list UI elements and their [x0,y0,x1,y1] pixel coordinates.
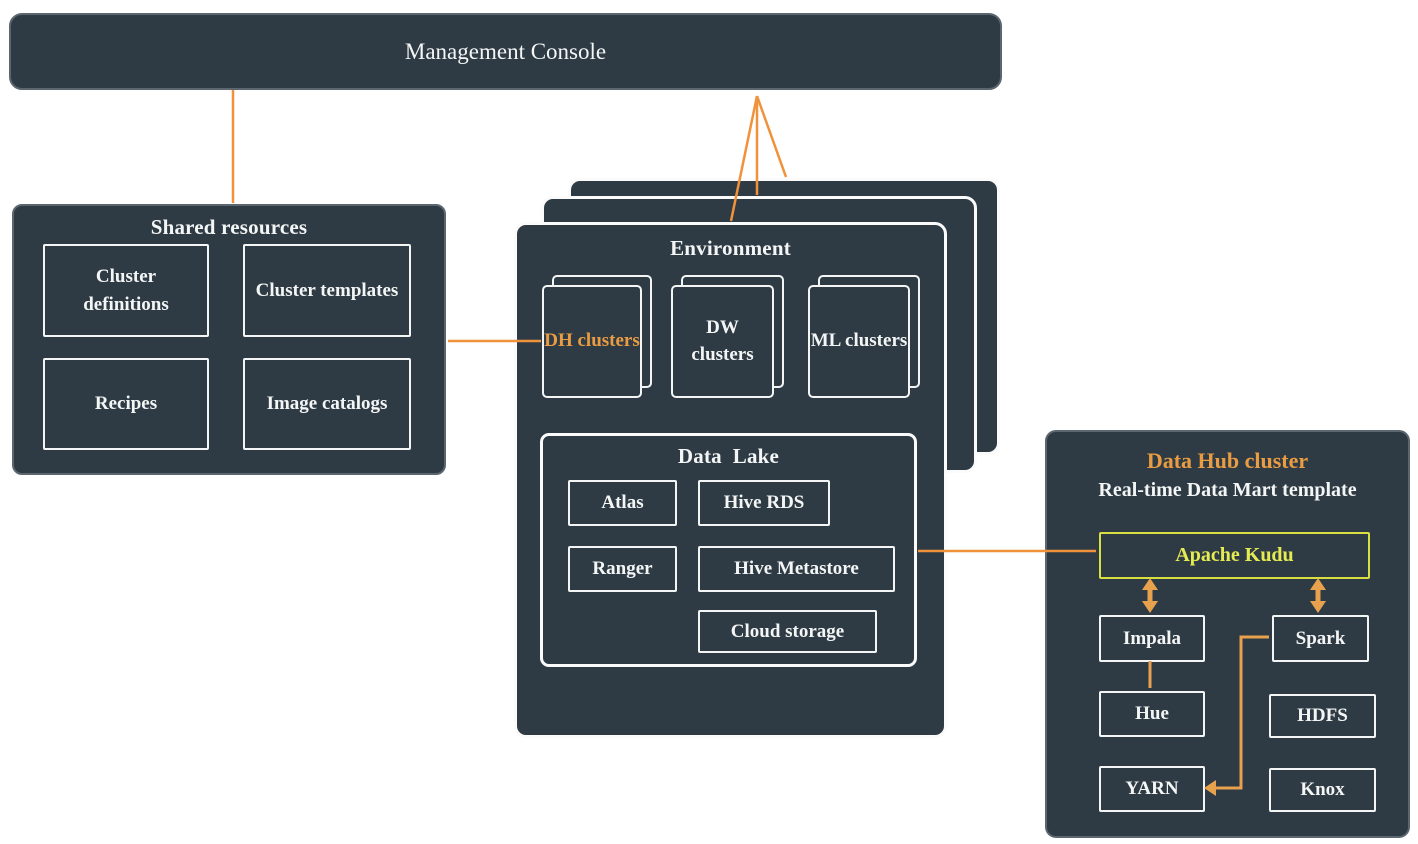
hive-metastore-node: Hive Metastore [698,546,895,592]
hdfs-label: HDFS [1297,705,1348,727]
hue-node: Hue [1099,691,1205,737]
knox-label: Knox [1300,779,1345,801]
spark-label: Spark [1295,627,1346,649]
hue-label: Hue [1135,703,1169,725]
yarn-node: YARN [1099,766,1205,812]
cloud-storage-node: Cloud storage [698,610,877,653]
environment-title: Environment [670,236,791,260]
apache-kudu-label: Apache Kudu [1175,544,1294,566]
image-catalogs-label: Image catalogs [266,393,388,415]
ranger-label: Ranger [592,558,653,580]
ml-clusters-label: ML clusters [810,330,908,352]
data-hub-cluster-title: Data Hub cluster [1146,448,1309,473]
spark-node: Spark [1272,615,1369,662]
management-console-title: Management Console [404,39,607,64]
image-catalogs-node: Image catalogs [243,358,411,450]
dw-clusters-label: DW clusters [691,316,754,365]
shared-resources-group: Shared resources Cluster definitions Clu… [12,204,446,475]
ml-clusters-node: ML clusters [808,285,910,398]
dh-clusters-node: DH clusters [542,285,642,398]
data-hub-cluster-subtitle: Real-time Data Mart template [1098,479,1357,501]
hdfs-node: HDFS [1269,694,1376,738]
atlas-label: Atlas [601,492,644,514]
knox-node: Knox [1269,768,1376,812]
cluster-definitions-label: Cluster definitions [83,265,169,315]
connector-mc-environment-back [755,95,788,178]
yarn-label: YARN [1125,778,1179,800]
management-console-node: Management Console [9,13,1002,90]
impala-label: Impala [1122,627,1182,649]
apache-kudu-node: Apache Kudu [1099,532,1370,579]
data-hub-cluster-group: Data Hub cluster Real-time Data Mart tem… [1045,430,1410,838]
impala-node: Impala [1099,615,1205,662]
hive-rds-label: Hive RDS [723,492,805,514]
cluster-templates-label: Cluster templates [255,279,399,301]
shared-resources-title: Shared resources [150,215,308,239]
dh-clusters-label: DH clusters [544,330,640,352]
hive-metastore-label: Hive Metastore [734,558,859,580]
data-lake-title: Data Lake [677,444,780,468]
cluster-definitions-node: Cluster definitions [43,244,209,337]
data-lake-group: Data Lake Atlas Hive RDS Ranger Hive Met… [540,433,917,667]
dw-clusters-node: DW clusters [671,285,774,398]
atlas-node: Atlas [568,480,677,526]
cluster-templates-node: Cluster templates [243,244,411,337]
ranger-node: Ranger [568,546,677,592]
recipes-label: Recipes [94,393,158,415]
cloud-storage-label: Cloud storage [730,620,845,642]
recipes-node: Recipes [43,358,209,450]
hive-rds-node: Hive RDS [698,480,830,526]
